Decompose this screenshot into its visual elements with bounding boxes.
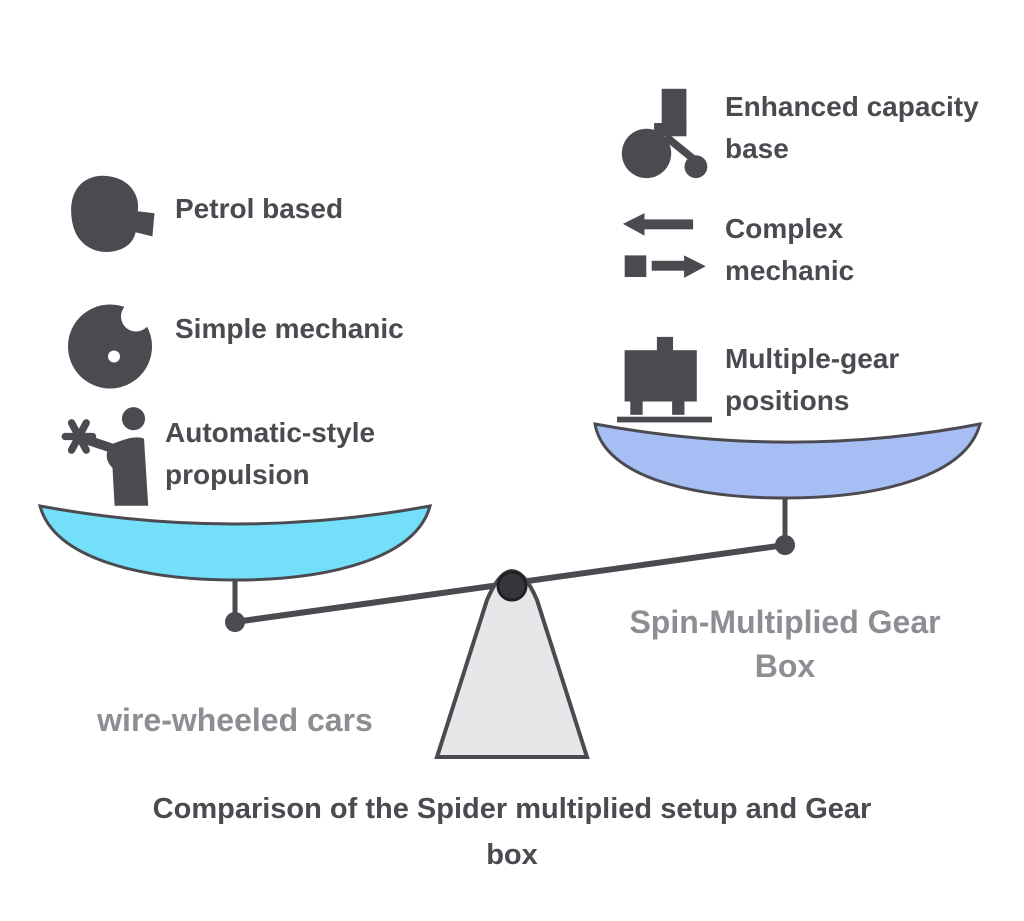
wheel-rider-icon [621,88,708,179]
left-beam-joint [225,612,245,632]
right-item-1-line2: base [725,133,789,164]
left-item-2: Simple mechanic [175,308,404,350]
hand-icon [71,175,155,253]
right-item-2: Complex mechanic [725,208,854,292]
left-item-1-line1: Petrol based [175,193,344,224]
right-item-1: Enhanced capacity base [725,86,979,170]
right-item-1-line1: Enhanced capacity [725,91,979,122]
diagram-caption: Comparison of the Spider multiplied setu… [0,786,1024,878]
gear-icon [68,301,152,389]
left-item-1: Petrol based [175,188,343,230]
right-pan-label-line1: Spin-Multiplied Gear [629,604,941,640]
caption-line2: box [486,839,538,871]
right-item-3-line2: positions [725,385,850,416]
person-star-icon [61,407,149,506]
right-pan-label-line2: Box [754,648,816,684]
right-pan-label: Spin-Multiplied Gear Box [605,600,965,688]
right-item-3-line1: Multiple-gear [725,343,900,374]
left-item-3-line1: Automatic-style [165,417,376,448]
machine-icon [617,336,712,423]
left-item-3-line2: propulsion [165,459,310,490]
right-item-3: Multiple-gear positions [725,338,899,422]
left-item-3: Automatic-style propulsion [165,412,375,496]
right-scale-pan [593,422,983,500]
caption-line1: Comparison of the Spider multiplied setu… [152,793,872,825]
left-item-2-line1: Simple mechanic [175,313,404,344]
right-item-2-line2: mechanic [725,255,855,286]
pivot-point [496,570,528,602]
right-beam-joint [775,535,795,555]
left-pan-label: wire-wheeled cars [97,702,373,738]
left-scale-pan [37,504,433,582]
exchange-arrows-icon [622,213,706,278]
right-item-2-line1: Complex [725,213,844,244]
